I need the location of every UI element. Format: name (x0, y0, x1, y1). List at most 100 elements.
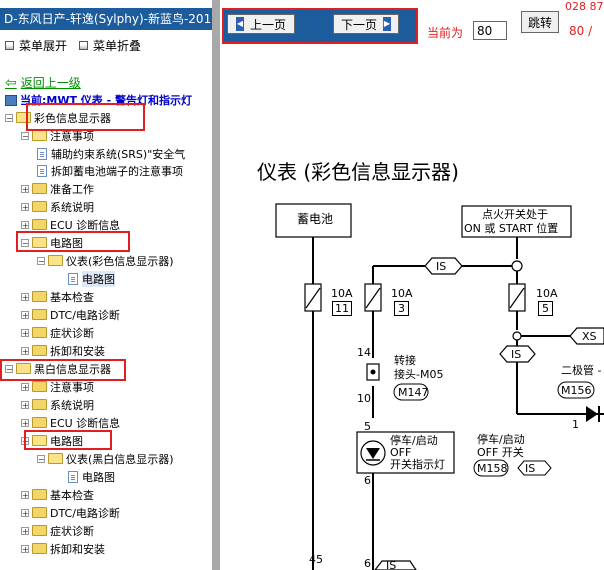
pin-number: 5 (364, 420, 371, 433)
tree-item[interactable]: + 准备工作 (21, 180, 94, 197)
expand-toggle-icon[interactable]: + (21, 490, 29, 500)
fuse-amp: 10A (536, 287, 558, 300)
phone-number: 028 870382 (565, 0, 604, 13)
sidebar-scrollbar[interactable] (212, 0, 220, 570)
tree-item[interactable]: + 拆卸和安装 (21, 540, 105, 557)
tree-item[interactable]: +基本检查 (21, 486, 94, 503)
fuse-amp: 10A (331, 287, 353, 300)
tree-item[interactable]: + 症状诊断 (21, 522, 94, 539)
folder-icon (48, 255, 63, 266)
folder-icon (32, 399, 47, 410)
expand-toggle-icon[interactable]: + (21, 310, 29, 320)
tree-item-label: 症状诊断 (50, 524, 94, 538)
expand-toggle-icon[interactable]: + (21, 202, 29, 212)
expand-toggle-icon[interactable]: + (21, 544, 29, 554)
expand-toggle-icon[interactable]: + (21, 346, 29, 356)
folder-icon (32, 417, 47, 428)
arrow-left-icon: ◀ (235, 17, 244, 31)
folder-icon (48, 453, 63, 464)
tree-item[interactable]: + DTC/电路诊断 (21, 504, 120, 521)
tree-item[interactable]: − 黑白信息显示器 (5, 360, 111, 377)
tree-item[interactable]: 电路图 (68, 270, 115, 287)
expand-toggle-icon[interactable]: + (21, 220, 29, 230)
page-number-input[interactable] (473, 21, 507, 40)
document-icon (68, 272, 78, 285)
tree-item[interactable]: 拆卸蓄电池端子的注意事项 (37, 162, 183, 179)
collapse-toggle-icon[interactable]: − (21, 238, 29, 248)
next-page-button[interactable]: 下一页 ▶ (333, 14, 399, 34)
tree-item[interactable]: +症状诊断 (21, 324, 94, 341)
collapse-toggle-icon[interactable]: − (5, 364, 13, 374)
folder-icon (32, 381, 47, 392)
tree-item[interactable]: −注意事项 (21, 127, 94, 144)
tree-item-label: DTC/电路诊断 (50, 308, 120, 322)
tree-item-label: 拆卸蓄电池端子的注意事项 (51, 164, 183, 178)
tree-item[interactable]: +拆卸和安装 (21, 342, 105, 359)
tree-item-label: DTC/电路诊断 (50, 506, 120, 520)
expand-menu-button[interactable]: 菜单展开 (5, 37, 67, 54)
collapse-toggle-icon[interactable]: − (37, 454, 45, 464)
expand-toggle-icon[interactable]: + (21, 526, 29, 536)
fuse-amp: 10A (391, 287, 413, 300)
tree-item[interactable]: −仪表(彩色信息显示器) (37, 252, 174, 269)
folder-icon (32, 291, 47, 302)
tree-item[interactable]: + 系统说明 (21, 198, 94, 215)
expand-toggle-icon[interactable]: + (21, 328, 29, 338)
expand-toggle-icon[interactable]: + (21, 292, 29, 302)
pin-number: 1 (572, 418, 579, 431)
arrow-right-icon: ▶ (383, 17, 391, 31)
fuse-number: 11 (332, 301, 352, 316)
expand-toggle-icon[interactable]: + (21, 508, 29, 518)
folder-icon (32, 219, 47, 230)
sidebar: D-东风日产-轩逸(Sylphy)-新蓝鸟-2016 菜单展开 菜单折叠 ⇦ 返… (0, 0, 212, 570)
folder-icon (32, 345, 47, 356)
collapse-icon (79, 41, 88, 50)
tree-item[interactable]: −电路图 (21, 432, 83, 449)
expand-toggle-icon[interactable]: + (21, 382, 29, 392)
tree-item-label: 系统说明 (50, 200, 94, 214)
connector-label: M156 (561, 384, 592, 397)
expand-toggle-icon[interactable]: + (21, 184, 29, 194)
tree-item[interactable]: −彩色信息显示器 (5, 109, 111, 126)
tree-item[interactable]: −电路图 (21, 234, 83, 251)
tree-item-label: 准备工作 (50, 182, 94, 196)
switch-r-label-1: 停车/启动 (477, 433, 525, 446)
collapse-menu-button[interactable]: 菜单折叠 (79, 37, 141, 54)
folder-icon (32, 543, 47, 554)
total-pages-label: 80 / (569, 24, 593, 38)
switch-r-label-2: OFF 开关 (477, 446, 524, 459)
jump-button[interactable]: 跳转 (521, 11, 559, 33)
page-title: 仪表 (彩色信息显示器) (257, 160, 459, 184)
pin-number: 6 (364, 474, 371, 487)
tree-item[interactable]: +ECU 诊断信息 (21, 216, 120, 233)
back-arrow-icon: ⇦ (5, 74, 17, 91)
tree-item[interactable]: +基本检查 (21, 288, 94, 305)
tree-item-label: 黑白信息显示器 (34, 362, 111, 376)
current-page-label: 当前为 (427, 26, 464, 40)
tree-item[interactable]: + DTC/电路诊断 (21, 306, 120, 323)
tree-item[interactable]: 辅助约束系统(SRS)"安全气 (37, 145, 185, 162)
pin-number: 6 (364, 557, 371, 570)
tree-item[interactable]: +注意事项 (21, 378, 94, 395)
back-link[interactable]: ⇦ 返回上一级 (5, 74, 81, 91)
expand-toggle-icon[interactable]: + (21, 418, 29, 428)
tree-item-label: 系统说明 (50, 398, 94, 412)
collapse-toggle-icon[interactable]: − (21, 436, 29, 446)
expand-toggle-icon[interactable]: + (21, 400, 29, 410)
document-icon (68, 470, 78, 483)
prev-page-button[interactable]: ◀ 上一页 (227, 14, 295, 34)
tree-item[interactable]: + 系统说明 (21, 396, 94, 413)
collapse-toggle-icon[interactable]: − (5, 113, 13, 123)
ignition-label-1: 点火开关处于 (482, 208, 548, 221)
tree-item[interactable]: 电路图 (68, 468, 115, 485)
tree-item[interactable]: −仪表(黑白信息显示器) (37, 450, 174, 467)
tree-item[interactable]: +ECU 诊断信息 (21, 414, 120, 431)
ignition-label-2: ON 或 START 位置 (464, 222, 559, 235)
folder-icon (32, 507, 47, 518)
connector-label: M147 (398, 386, 429, 399)
pin-number: 14 (357, 346, 371, 359)
collapse-toggle-icon[interactable]: − (37, 256, 45, 266)
tree-item-label: 拆卸和安装 (50, 542, 105, 556)
collapse-toggle-icon[interactable]: − (21, 131, 29, 141)
is-label: IS (511, 348, 522, 361)
